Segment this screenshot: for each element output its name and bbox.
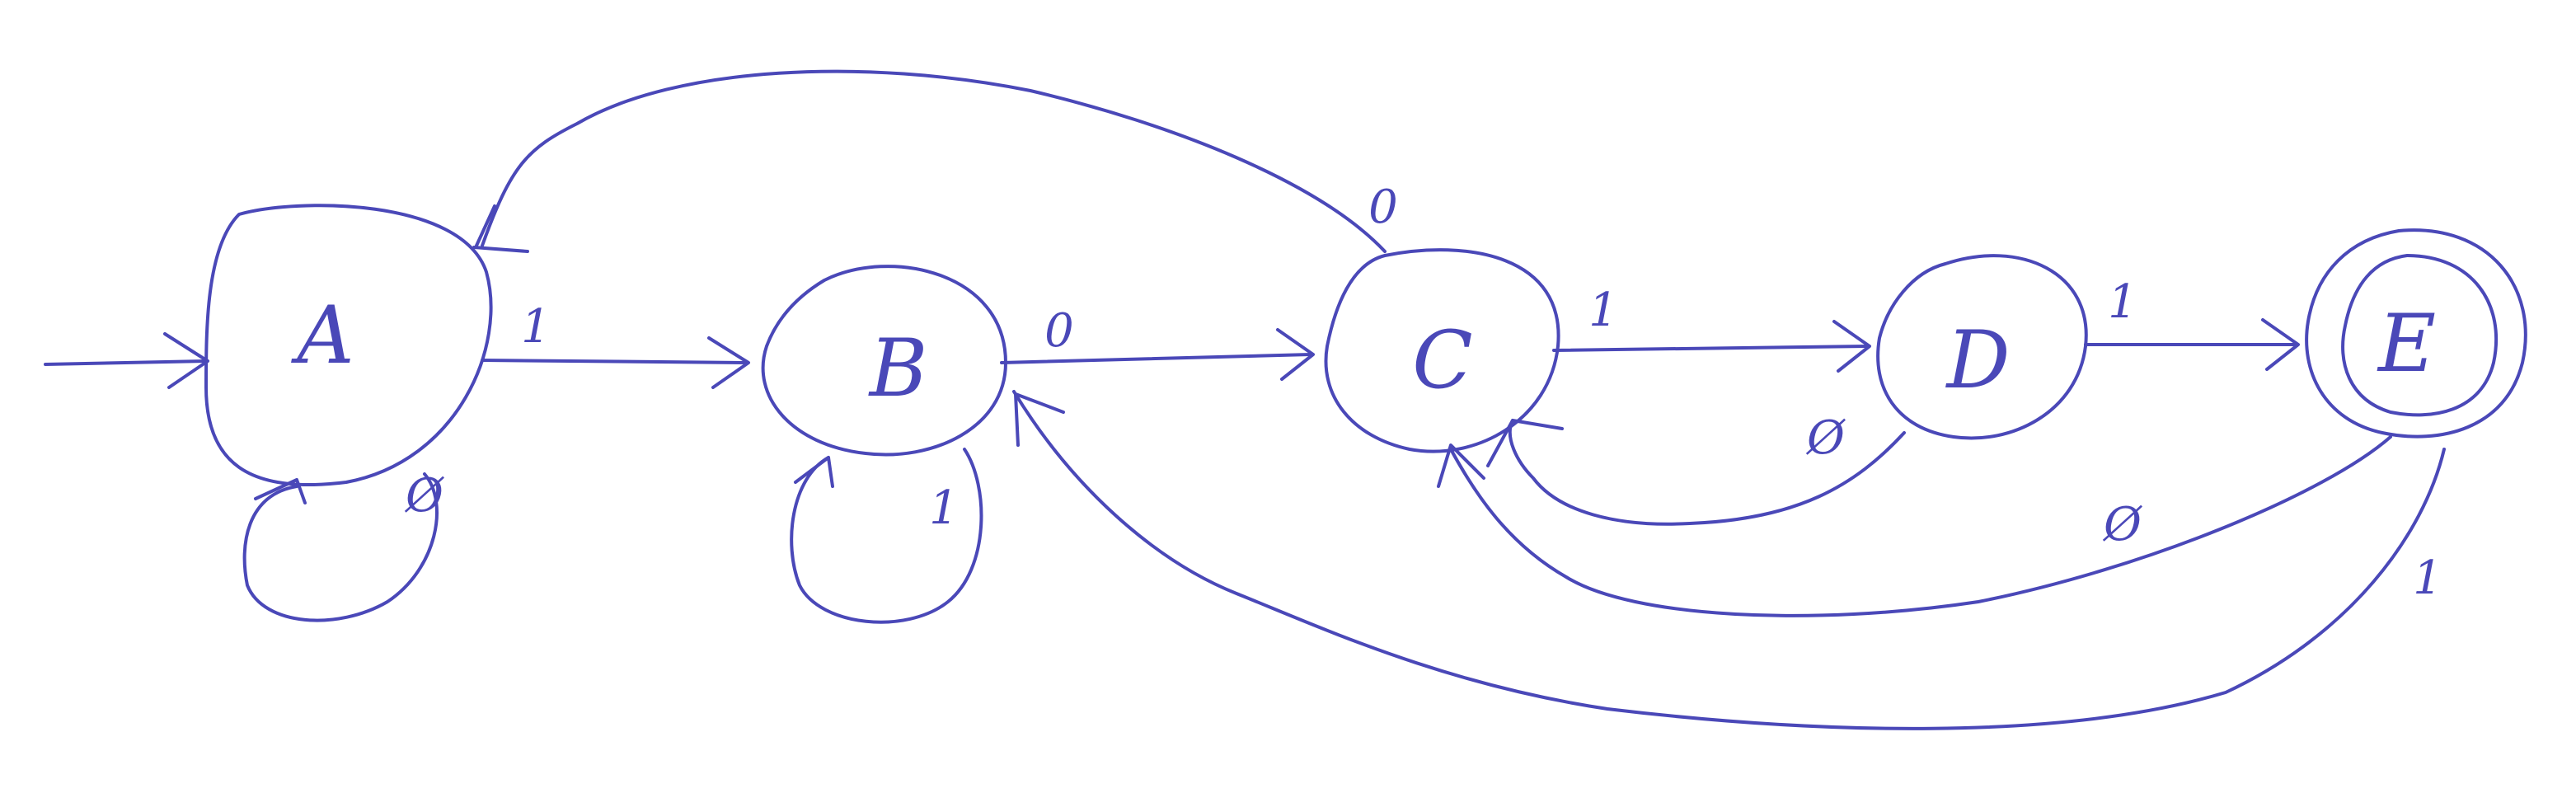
state-C: C	[1324, 248, 1560, 453]
state-C-circle	[1324, 248, 1560, 453]
edge-B-C-label: 0	[1044, 304, 1074, 358]
edge-C-A-label: 0	[1368, 181, 1398, 234]
edge-D-C-label: Ø	[1805, 411, 1846, 465]
edge-C-D-label: 1	[1588, 284, 1618, 337]
edge-A-B: 1	[481, 300, 750, 389]
state-A: A	[204, 204, 493, 487]
edge-E-B: 1	[1012, 390, 2446, 730]
state-C-label: C	[1412, 314, 1472, 406]
edge-D-E-label: 1	[2108, 275, 2137, 329]
edge-A-B-label: 1	[521, 300, 551, 354]
edge-E-C-label: Ø	[2102, 498, 2142, 551]
edge-B-C: 0	[1000, 304, 1315, 381]
edge-C-D: 1	[1552, 284, 1871, 373]
state-D: D	[1876, 254, 2088, 440]
edge-A-A-label: Ø	[404, 469, 444, 523]
edge-B-B-label: 1	[929, 481, 959, 535]
state-E-inner-circle	[2341, 254, 2499, 417]
state-B-label: B	[868, 322, 928, 415]
edge-E-B-label: 1	[2413, 551, 2442, 605]
state-B: B	[761, 265, 1007, 457]
edge-A-A: Ø	[242, 469, 444, 622]
state-E-label: E	[2377, 298, 2436, 390]
edge-D-C: Ø	[1486, 411, 1906, 526]
state-E-outer-circle	[2305, 228, 2527, 439]
state-B-circle	[761, 265, 1007, 457]
state-A-label: A	[290, 289, 354, 382]
state-E: E	[2305, 228, 2527, 439]
edge-D-E: 1	[2084, 275, 2300, 371]
state-A-circle	[204, 204, 493, 487]
state-D-circle	[1876, 254, 2088, 440]
edge-B-B: 1	[790, 448, 983, 624]
start-arrow	[44, 332, 209, 389]
edge-E-C: Ø	[1437, 435, 2392, 617]
edge-C-A: 0	[472, 69, 1398, 253]
state-D-label: D	[1945, 314, 2011, 406]
